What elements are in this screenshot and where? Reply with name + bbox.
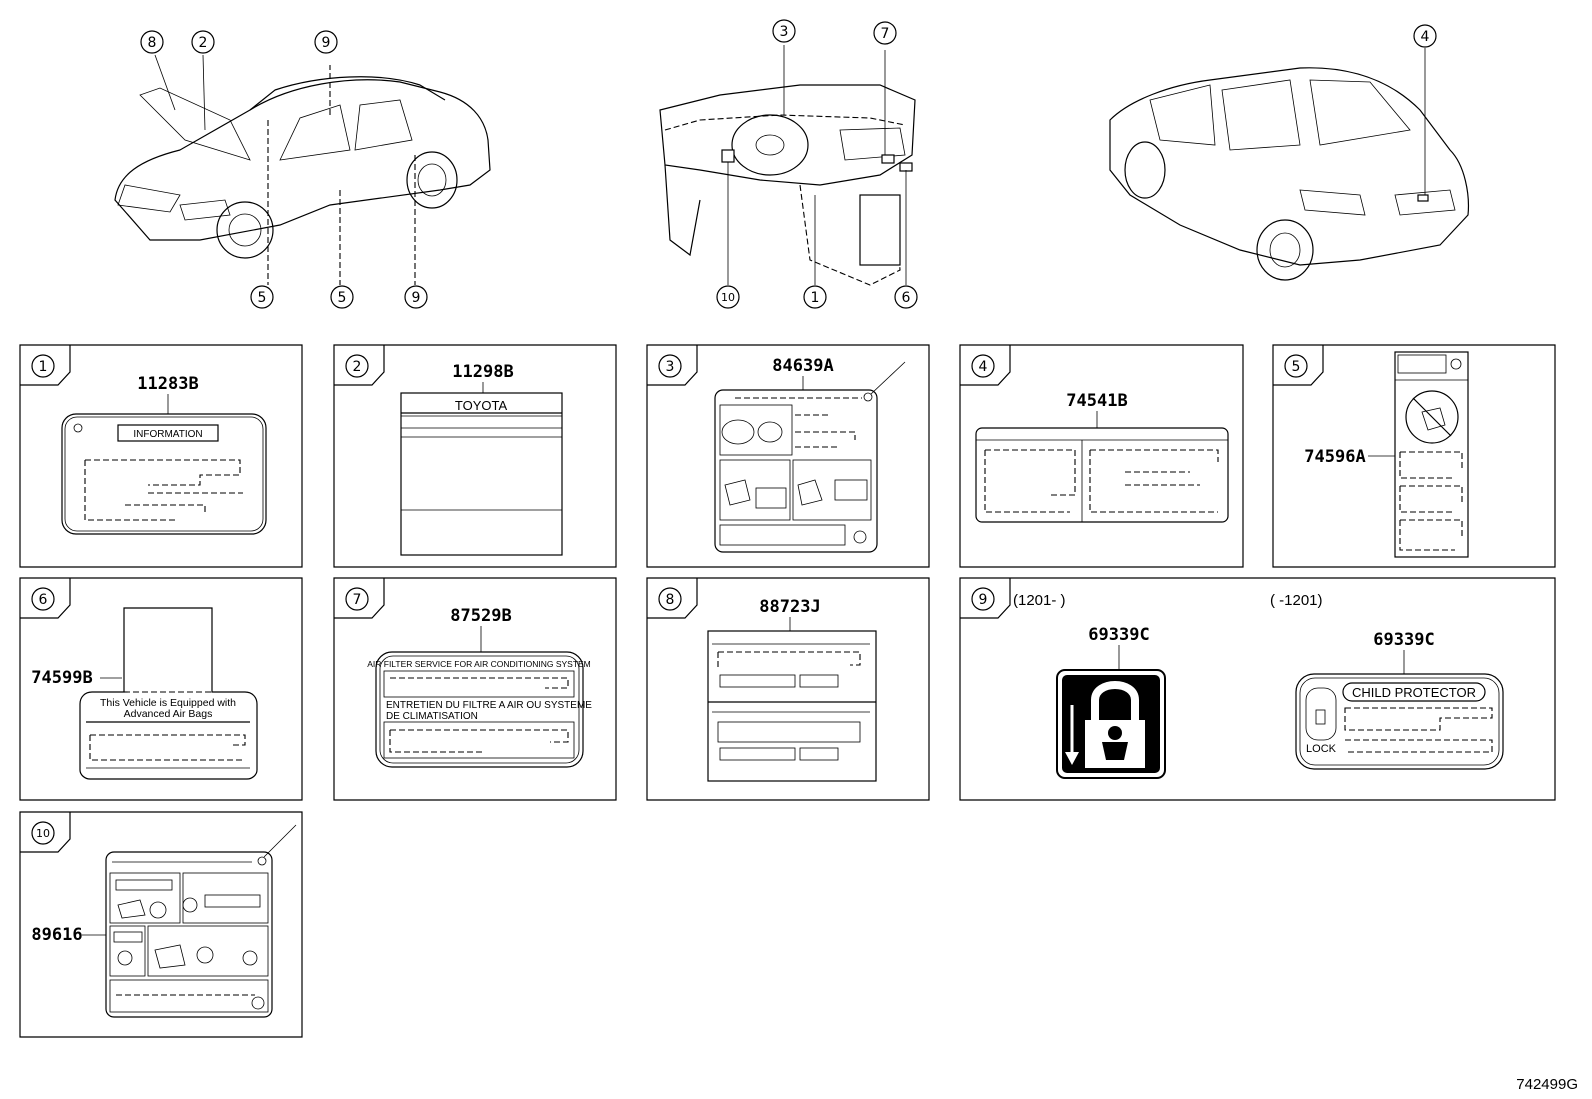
svg-text:5: 5 [338, 290, 347, 306]
svg-text:7: 7 [353, 592, 362, 608]
panel-5: 5 74596A [1272, 344, 1556, 568]
svg-text:9: 9 [412, 290, 421, 306]
svg-text:8: 8 [148, 35, 157, 51]
overview-callouts: 8 2 9 5 5 9 3 7 [140, 19, 1437, 309]
svg-text:2: 2 [199, 35, 208, 51]
part-number-74596A: 74596A [1304, 447, 1365, 467]
callout-5-mid: 5 [330, 285, 354, 309]
toyota-label-text: TOYOTA [455, 398, 508, 413]
panel-9: 9 (1201- ) ( -1201) 69339C 69339C CHILD … [959, 577, 1556, 801]
svg-text:1: 1 [39, 359, 48, 375]
rear-car-illustration [1109, 48, 1470, 281]
svg-text:4: 4 [979, 359, 988, 375]
part-number-11298B: 11298B [452, 362, 513, 382]
panel-8: 8 88723J [646, 577, 930, 801]
panel-4: 4 74541B [959, 344, 1244, 568]
information-label-text: INFORMATION [133, 429, 202, 440]
callout-4-top: 4 [1413, 24, 1437, 48]
callout-5-left: 5 [250, 285, 274, 309]
range-left: (1201- ) [1013, 592, 1066, 609]
callout-8-top: 8 [140, 30, 164, 54]
svg-text:9: 9 [979, 592, 988, 608]
panel-7: 7 87529B AIR FILTER SERVICE FOR AIR COND… [333, 577, 617, 801]
svg-text:10: 10 [721, 291, 735, 304]
callout-9-top: 9 [314, 30, 338, 54]
callout-1-bottom: 1 [803, 285, 827, 309]
svg-text:3: 3 [780, 24, 789, 40]
callout-6-bottom: 6 [894, 285, 918, 309]
air-filter-label-line-3: DE CLIMATISATION [386, 711, 478, 722]
front-car-illustration [114, 54, 491, 285]
svg-text:3: 3 [666, 359, 675, 375]
part-number-69339C-right: 69339C [1373, 630, 1434, 650]
svg-text:2: 2 [353, 359, 362, 375]
callout-10-bottom: 10 [716, 285, 740, 309]
panel-3: 3 84639A [646, 344, 930, 568]
range-right: ( -1201) [1270, 592, 1323, 609]
part-number-84639A: 84639A [772, 356, 833, 376]
part-number-89616: 89616 [31, 925, 82, 945]
callout-2-top: 2 [191, 30, 215, 54]
panel-1: 1 11283B INFORMATION [19, 344, 303, 568]
svg-text:5: 5 [1292, 359, 1301, 375]
part-number-88723J: 88723J [759, 597, 820, 617]
svg-text:5: 5 [258, 290, 267, 306]
svg-text:6: 6 [902, 290, 911, 306]
callout-7-top: 7 [873, 21, 897, 45]
air-filter-label-line-1: AIR FILTER SERVICE FOR AIR CONDITIONING … [367, 659, 591, 669]
svg-text:10: 10 [36, 827, 50, 840]
part-number-69339C-left: 69339C [1088, 625, 1149, 645]
svg-text:8: 8 [666, 592, 675, 608]
svg-text:1: 1 [811, 290, 820, 306]
part-number-11283B: 11283B [137, 374, 198, 394]
callout-3-top: 3 [772, 19, 796, 43]
svg-text:4: 4 [1421, 29, 1430, 45]
panel-6: 6 74599B This Vehicle is Equipped with A… [19, 577, 303, 801]
panel-2: 2 11298B TOYOTA [333, 344, 617, 568]
svg-text:7: 7 [881, 26, 890, 42]
part-number-74599B: 74599B [31, 668, 92, 688]
child-protector-label-text: CHILD PROTECTOR [1352, 685, 1476, 700]
dashboard-illustration [659, 45, 916, 286]
air-filter-label-line-2: ENTRETIEN DU FILTRE A AIR OU SYSTEME [386, 700, 592, 711]
svg-text:9: 9 [322, 35, 331, 51]
airbag-label-line-1: This Vehicle is Equipped with [100, 697, 236, 709]
callout-9-bottom: 9 [404, 285, 428, 309]
lock-label-text: LOCK [1306, 743, 1337, 755]
part-number-87529B: 87529B [450, 606, 511, 626]
part-number-74541B: 74541B [1066, 391, 1127, 411]
svg-text:6: 6 [39, 592, 48, 608]
panel-10: 10 89616 [19, 811, 303, 1038]
airbag-label-line-2: Advanced Air Bags [124, 708, 213, 720]
figure-id: 742499G [1516, 1076, 1578, 1093]
